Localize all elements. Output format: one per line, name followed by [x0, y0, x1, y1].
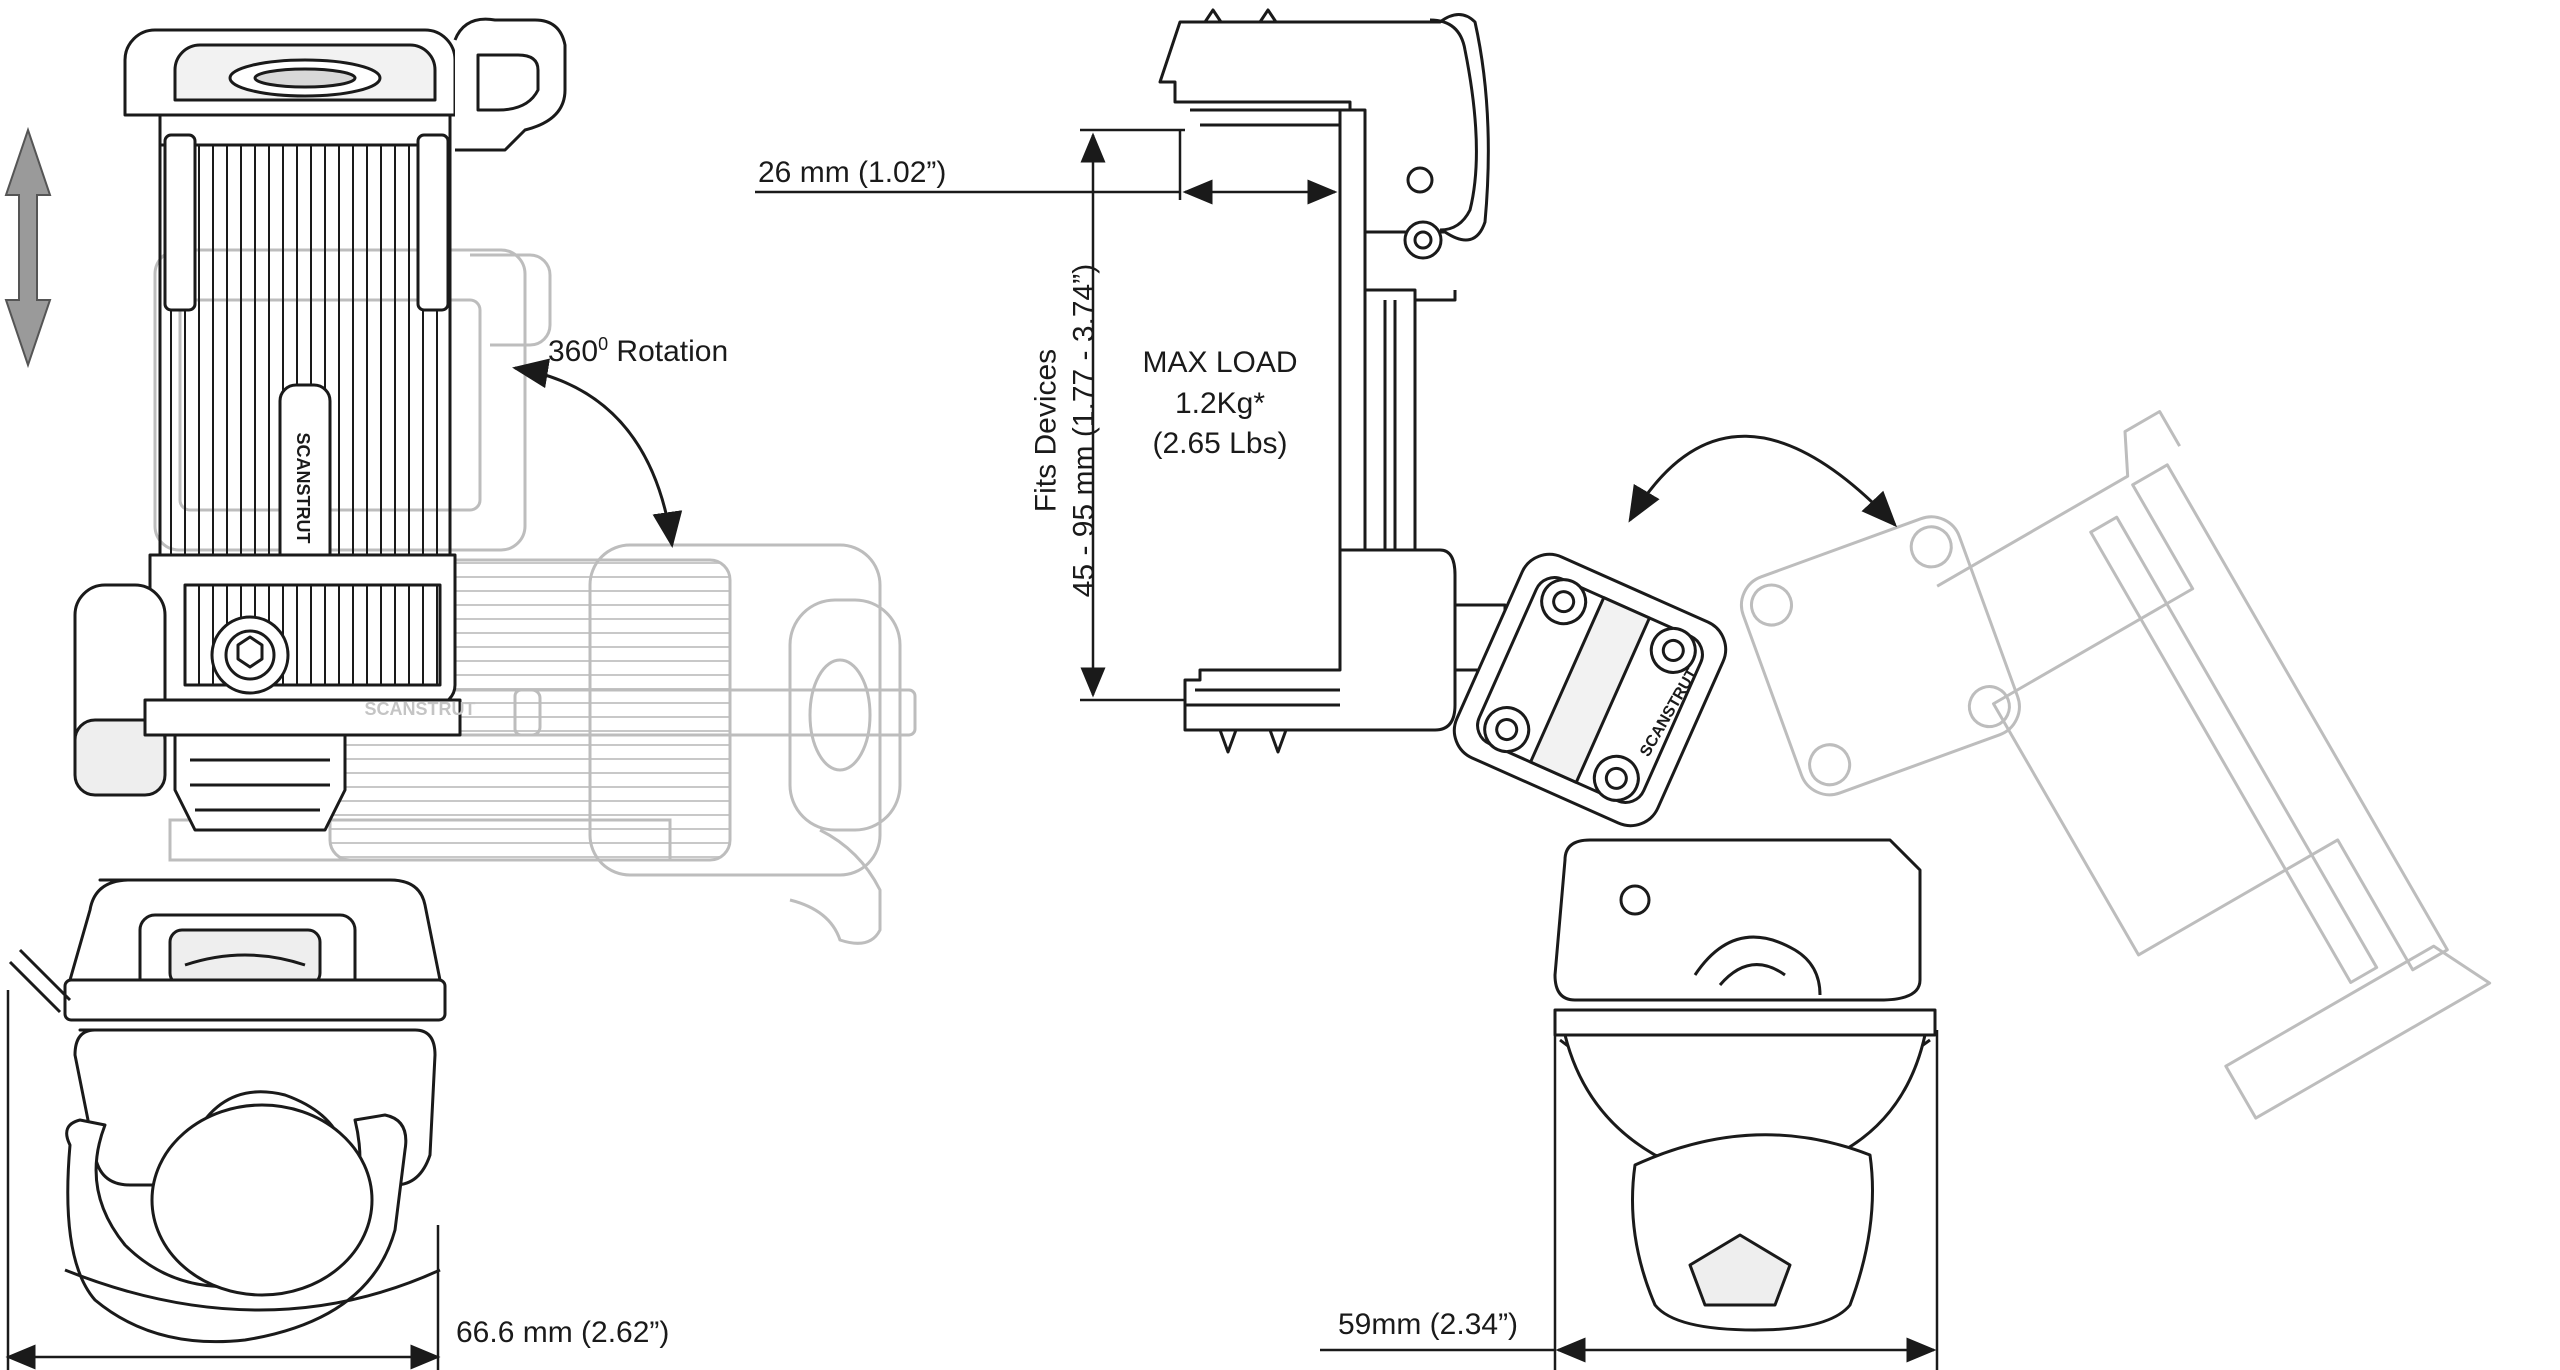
device-range-dimension: [1080, 128, 1185, 702]
base-width-dimension: [5, 990, 441, 1370]
rotation-label: 3600 Rotation: [548, 335, 728, 367]
clamp-width-label: 59mm (2.34”): [1338, 1308, 1519, 1341]
device-range-line2: 45 - 95 mm (1.77 - 3.74”): [1067, 263, 1100, 598]
base-width-label: 66.6 mm (2.62”): [456, 1316, 670, 1349]
right-holder-side: [1158, 8, 1937, 1332]
clamp-width-dimension: [1320, 1030, 1939, 1370]
brand-logo-ghost: SCANSTRUT: [365, 699, 476, 719]
max-load-title: MAX LOAD: [1142, 346, 1298, 379]
tilt-arc: [1628, 434, 1898, 528]
rotation-number: 360: [548, 335, 599, 368]
max-load-block: MAX LOAD 1.2Kg* (2.65 Lbs): [1120, 343, 1320, 465]
max-load-lbs: (2.65 Lbs): [1152, 427, 1288, 460]
device-range-line1: Fits Devices: [1029, 348, 1063, 513]
brand-logo-left: SCANSTRUT: [293, 433, 313, 544]
rotation-arc: [512, 358, 683, 548]
height-adjust-arrow: [4, 126, 52, 369]
device-range-label: Fits Devices 45 - 95 mm (1.77 - 3.74”): [1028, 246, 1103, 616]
left-holder-main: [8, 17, 567, 1344]
rotation-degree: 0: [598, 334, 609, 354]
rotation-word: Rotation: [608, 335, 729, 368]
ghost-tilted-holder: [1739, 410, 2492, 1120]
max-load-kg: 1.2Kg*: [1174, 386, 1266, 420]
jaw-depth-label: 26 mm (1.02”): [758, 156, 947, 189]
jaw-depth-dimension: [755, 130, 1338, 205]
